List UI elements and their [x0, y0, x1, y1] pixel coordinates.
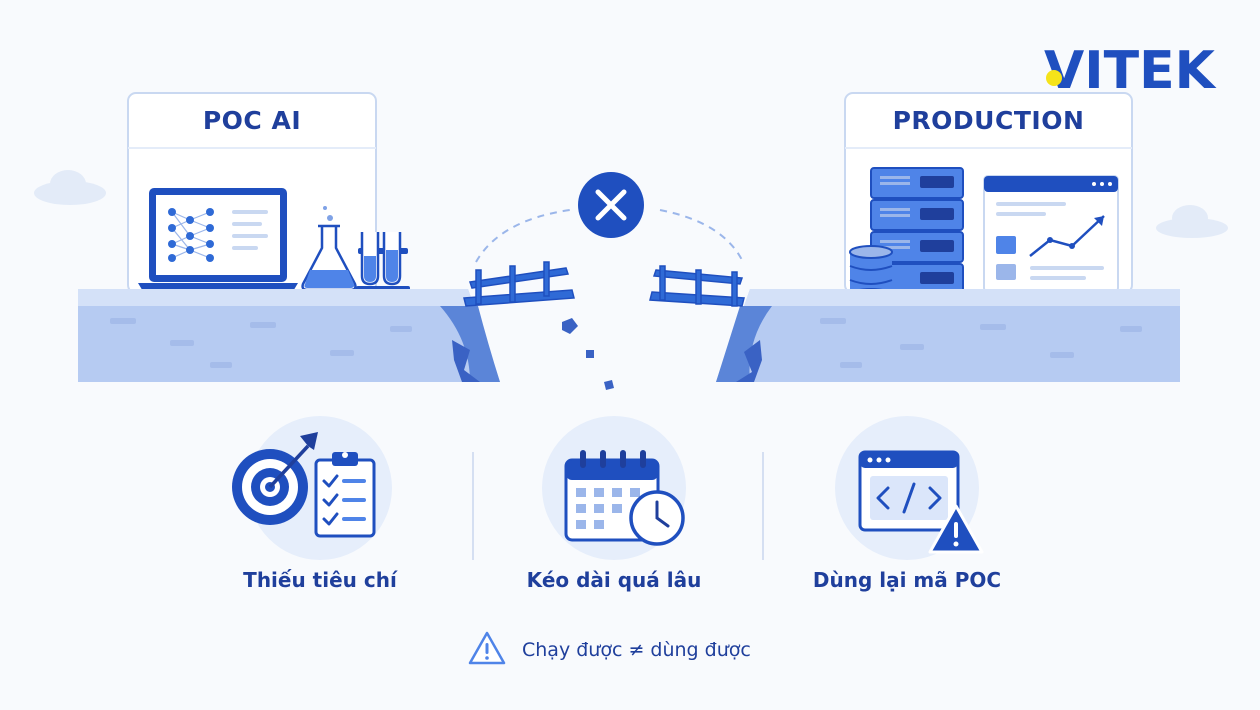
right-cliff — [716, 289, 1180, 382]
falling-debris — [562, 318, 614, 390]
left-cliff — [78, 289, 500, 382]
code-warning-icon — [835, 416, 984, 560]
broken-bridge-left — [463, 261, 575, 307]
issue-label-criteria: Thiếu tiêu chí — [243, 568, 397, 592]
broken-bridge-right — [649, 265, 745, 307]
flask-icon — [301, 206, 357, 292]
laptop-icon — [138, 188, 298, 293]
logo-text: VITEK — [1044, 41, 1217, 98]
warning-triangle-icon — [468, 631, 506, 665]
test-tubes-icon — [356, 232, 410, 291]
dashboard-icon — [983, 175, 1119, 293]
server-rack-icon — [870, 167, 964, 295]
close-icon — [578, 172, 644, 238]
production-panel-title: PRODUCTION — [892, 106, 1085, 135]
logo-dot — [1046, 70, 1062, 86]
dashed-arc-right — [659, 209, 743, 261]
issue-label-reuse-code: Dùng lại mã POC — [812, 568, 1002, 592]
calendar-clock-icon — [542, 416, 686, 560]
issue-label-duration: Kéo dài quá lâu — [526, 568, 702, 592]
cloud-right — [1156, 205, 1228, 238]
footer-note: Chạy được ≠ dùng được — [470, 632, 751, 668]
poc-panel-title: POC AI — [202, 106, 302, 135]
cloud-left — [34, 170, 106, 205]
note-text: Chạy được ≠ dùng được — [522, 639, 751, 661]
dashed-arc-left — [475, 209, 571, 263]
vitek-logo: VITEK — [1044, 41, 1217, 98]
target-checklist-icon — [232, 416, 392, 560]
